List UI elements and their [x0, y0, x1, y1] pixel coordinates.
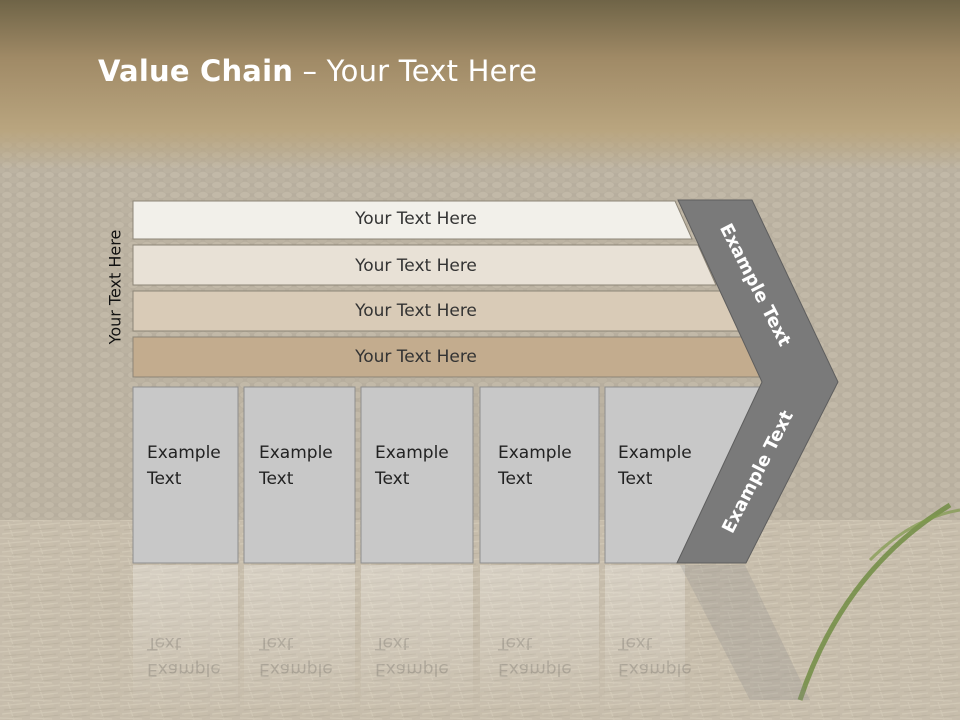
row-label-4: Your Text Here	[355, 347, 477, 367]
row-bar-2	[132, 244, 717, 286]
box-label-1: Example Text	[147, 443, 221, 489]
box-label-3: Example Text	[375, 443, 449, 489]
box-3	[360, 386, 474, 564]
chevron-arrow	[676, 199, 839, 564]
box-label-4: Example Text	[498, 443, 572, 489]
box-2	[243, 386, 356, 564]
reflection-group	[133, 565, 810, 715]
slide-title: Value Chain – Your Text Here	[98, 54, 537, 88]
box-reflection	[361, 565, 473, 715]
row-bar-1	[132, 200, 693, 240]
slide-title-rest: – Your Text Here	[293, 54, 538, 88]
box-label-reflection: Example Text	[147, 633, 221, 679]
box-label-reflection: Example Text	[618, 633, 692, 679]
box-reflection	[480, 565, 599, 715]
box-1	[132, 386, 239, 564]
row-label-2: Your Text Here	[355, 256, 477, 276]
row-label-3: Your Text Here	[355, 301, 477, 321]
box-label-reflection: Example Text	[498, 633, 572, 679]
box-label-reflection: Example Text	[375, 633, 449, 679]
chevron-reflection	[680, 565, 810, 700]
box-label-reflection: Example Text	[259, 633, 333, 679]
box-4	[479, 386, 600, 564]
slide-title-bold: Value Chain	[98, 54, 294, 88]
box-reflection	[605, 565, 685, 715]
box-label-5: Example Text	[618, 443, 692, 489]
box-reflection	[244, 565, 355, 715]
box-label-2: Example Text	[259, 443, 333, 489]
box-reflection	[133, 565, 238, 715]
row-label-1: Your Text Here	[355, 209, 477, 229]
